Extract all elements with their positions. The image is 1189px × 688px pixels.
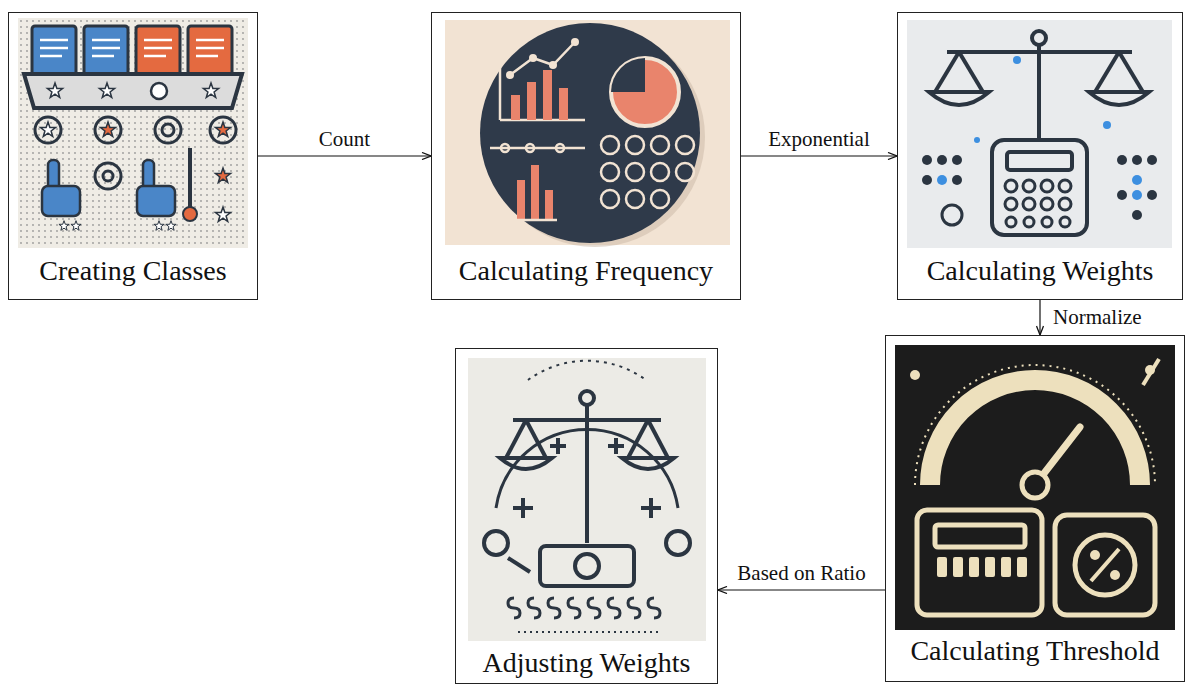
- edge-label: Based on Ratio: [734, 561, 868, 585]
- process-box: Adjusting Weights: [455, 348, 718, 684]
- process-box: Calculating Frequency: [431, 12, 741, 300]
- node-label: Calculating Frequency: [456, 255, 716, 287]
- arrow-connector: [1039, 300, 1040, 335]
- edge-label: Exponential: [765, 127, 872, 151]
- node-label: Creating Classes: [36, 255, 229, 287]
- frequency-illustration: [445, 20, 730, 247]
- process-box: Calculating Threshold: [885, 335, 1185, 682]
- arrow-connector: [718, 589, 885, 590]
- threshold-illustration: [895, 345, 1175, 630]
- arrow-connector: [741, 155, 897, 156]
- process-box: Creating Classes: [8, 12, 258, 300]
- edge-label: Count: [316, 127, 373, 151]
- edge-label: Normalize: [1050, 305, 1145, 329]
- classes-illustration: [18, 18, 248, 248]
- node-label: Calculating Threshold: [907, 635, 1162, 667]
- adjusting-illustration: [468, 358, 706, 641]
- weights-illustration: [907, 20, 1172, 248]
- process-box: Calculating Weights: [897, 12, 1183, 300]
- arrow-connector: [258, 155, 431, 156]
- node-label: Adjusting Weights: [479, 647, 693, 679]
- node-label: Calculating Weights: [924, 255, 1157, 287]
